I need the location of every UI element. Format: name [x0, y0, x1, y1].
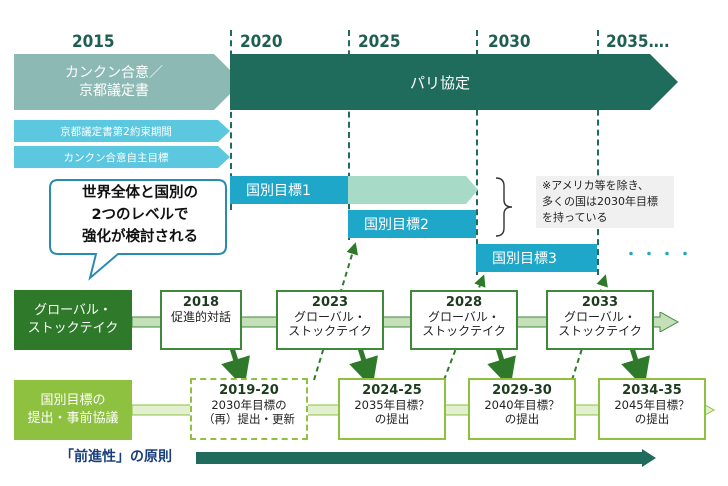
- kyoto-second-period-label: 京都議定書第2約束期間: [60, 125, 172, 138]
- speech-bubble: [49, 179, 227, 281]
- paris-agreement-arrow: [230, 54, 678, 110]
- ndc-box-2029-30: 2029-30 2040年目標？ の提出: [468, 378, 576, 440]
- paris-agreement-label: パリ協定: [409, 73, 470, 92]
- ndc-box-2024-25: 2024-25 2035年目標？ の提出: [338, 378, 446, 440]
- gst-box-year: 2023: [311, 295, 349, 310]
- ndc-box-year: 2019-20: [219, 383, 279, 398]
- cancun-voluntary-arrow: [14, 146, 230, 168]
- gst-box-text: グローバル・ ストックテイク: [422, 310, 506, 338]
- year-2015: 2015: [72, 32, 115, 52]
- guide-line-2030: [476, 30, 478, 275]
- guide-line-2025: [348, 30, 350, 240]
- progression-principle-label: 「前進性」の原則: [60, 449, 172, 465]
- note-box: ※アメリカ等を除き、 多くの国は2030年目標 を持っている: [536, 176, 674, 228]
- gst-box-text: 促進的対話: [170, 310, 231, 324]
- continuation-dots: ・・・・: [624, 247, 696, 263]
- year-2020: 2020: [240, 32, 283, 52]
- ndc-box-text: 2030年目標の （再）提出・更新: [203, 398, 295, 426]
- gst-box-year: 2018: [182, 295, 220, 310]
- ndc-box-text: 2040年目標？ の提出: [484, 398, 560, 426]
- ndc-row-label: 国別目標の 提出・事前協議: [14, 380, 132, 440]
- gst-box-2018: 2018 促進的対話: [160, 290, 242, 350]
- guide-line-2020: [230, 30, 232, 210]
- gst-box-text: グローバル・ ストックテイク: [558, 310, 642, 338]
- national-goal-1: 国別目標1: [230, 176, 348, 204]
- gst-box-2023: 2023 グローバル・ ストックテイク: [276, 290, 384, 350]
- gst-box-year: 2033: [581, 295, 619, 310]
- gst-box-2028: 2028 グローバル・ ストックテイク: [410, 290, 518, 350]
- progression-arrow: [196, 449, 656, 467]
- year-2025: 2025: [358, 32, 401, 52]
- cancun-kyoto-label: カンクン合意／ 京都議定書: [65, 65, 163, 99]
- ndc-box-year: 2034-35: [622, 383, 682, 398]
- ndc-box-2019-20: 2019-20 2030年目標の （再）提出・更新: [190, 378, 308, 440]
- gst-box-text: グローバル・ ストックテイク: [288, 310, 372, 338]
- year-2030: 2030: [488, 32, 531, 52]
- guide-line-2035: [597, 30, 599, 275]
- ndc-box-year: 2029-30: [492, 383, 552, 398]
- gst-row-label: グローバル・ ストックテイク: [14, 290, 132, 350]
- ndc-box-text: 2045年目標？ の提出: [614, 398, 690, 426]
- cancun-voluntary-label: カンクン合意自主目標: [63, 151, 169, 164]
- ndc-box-year: 2024-25: [362, 383, 422, 398]
- year-2035: 2035….: [606, 32, 670, 52]
- gst-box-year: 2028: [445, 295, 483, 310]
- ndc-box-2034-35: 2034-35 2045年目標？ の提出: [598, 378, 706, 440]
- brace: [495, 177, 513, 237]
- kyoto-second-period-arrow: [14, 120, 230, 142]
- gst-box-2033: 2033 グローバル・ ストックテイク: [546, 290, 654, 350]
- ndc-box-text: 2035年目標？ の提出: [354, 398, 430, 426]
- bubble-text: 世界全体と国別の 2つのレベルで 強化が検討される: [82, 185, 198, 245]
- national-goal-3: 国別目標3: [476, 244, 597, 272]
- national-goal-2: 国別目標2: [348, 210, 476, 238]
- goal1-extension-arrow: [348, 176, 478, 204]
- cancun-kyoto-arrow: [14, 54, 242, 110]
